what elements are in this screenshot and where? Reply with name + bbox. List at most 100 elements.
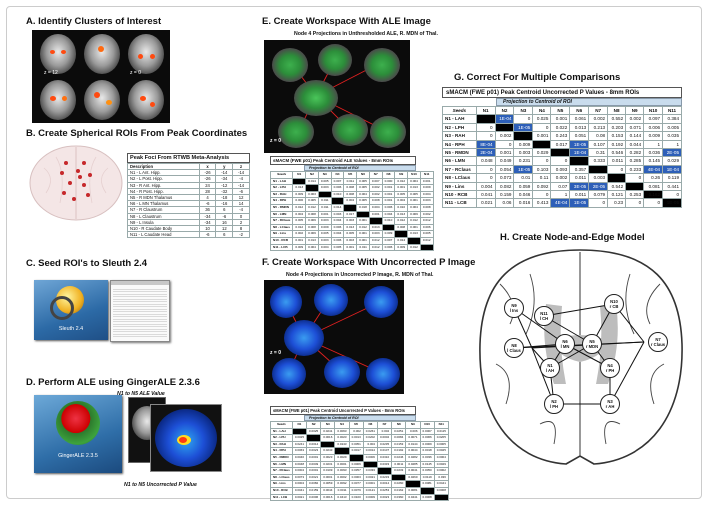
peak-foci-table-title: Peak Foci From RTWB Meta-Analysis [127, 153, 250, 163]
matrix-cell: 0.073 [494, 173, 515, 183]
seed-label: N9 - Lins [269, 230, 294, 238]
column-header: N2 [494, 105, 515, 116]
panel-a-title: A. Identify Clusters of Interest [26, 16, 162, 27]
seed-label: N7 - RClaus [270, 467, 293, 475]
matrix-cell: 0.0004 [291, 480, 308, 488]
column-header: N2 [306, 421, 322, 429]
matrix-cell: 0.0001 [362, 480, 378, 488]
matrix-cell: 0.013 [407, 184, 421, 192]
matrix-cell: 0.001 [356, 236, 370, 245]
matrix-cell: 0.001 [381, 184, 396, 192]
column-header: N9 [625, 105, 645, 116]
matrix-cell: 0.013 [368, 223, 383, 232]
matrix-cell: 0.009 [305, 230, 319, 238]
diagonal-cell [433, 493, 449, 502]
matrix-cell: 0.012 [419, 236, 434, 245]
matrix-cell: 0 [475, 131, 496, 141]
matrix-cell: 0.001 [292, 236, 307, 245]
col-z: z [232, 162, 250, 171]
diagonal-cell [494, 122, 515, 133]
ale-workspace-image: z = 0 [264, 40, 410, 153]
diagonal-cell [513, 131, 534, 141]
matrix-cell: 0.0001 [306, 467, 322, 475]
matrix-cell: 1E-05 [513, 164, 534, 175]
matrix-cell: 0.005 [356, 177, 370, 186]
matrix-cell: 0.006 [292, 197, 307, 205]
matrix-cell: 0.0006 [348, 460, 364, 469]
matrix-cell: 0 [662, 190, 682, 200]
matrix-cell: 0.0014 [306, 440, 322, 449]
matrix-cell: 0.0023 [320, 453, 336, 462]
matrix-cell: 0.0017 [348, 447, 364, 455]
matrix-cell: 0 [550, 156, 571, 166]
matrix-cell: 0.0441 [433, 480, 449, 488]
matrix-cell: 0.049 [494, 156, 515, 166]
corrected-table-title: sMACM (FWE p01) Peak Centroid Uncorrecte… [442, 87, 682, 98]
seed-label: N1 - LAH [270, 427, 293, 436]
matrix-cell: 0.001 [343, 243, 358, 252]
matrix-cell: 0.0025 [291, 434, 308, 442]
matrix-cell: 0.003 [343, 236, 358, 245]
matrix-cell: 0.009 [317, 223, 332, 232]
matrix-cell: 0 [475, 173, 496, 183]
matrix-cell: 0.0023 [306, 447, 322, 455]
seed-label: N1 - LAH [269, 177, 294, 186]
matrix-cell: 0.012 [292, 223, 307, 232]
matrix-cell: 0.0121 [362, 486, 378, 495]
matrix-cell: 0.145 [643, 156, 664, 166]
matrix-cell: 0.0360 [391, 493, 407, 502]
diagonal-cell [407, 236, 421, 245]
matrix-cell: 0.26 [643, 173, 664, 183]
matrix-cell: 0 [625, 173, 645, 183]
diagonal-cell [475, 114, 496, 124]
matrix-cell: 0.0046 [291, 453, 308, 462]
matrix-cell: 0.0021 [291, 493, 308, 502]
seed-label: N11 - LCB [442, 198, 477, 208]
diagonal-cell [320, 440, 336, 449]
seed-label: N4 - RPH [270, 447, 293, 455]
diagonal-cell [356, 210, 370, 219]
matrix-cell: 0.0092 [334, 480, 350, 488]
matrix-cell: 0.0066 [419, 434, 435, 442]
panel-e-title: E. Create Workspace With ALE Image [262, 16, 431, 27]
matrix-cell: 0.0023 [376, 493, 393, 502]
panel-f-subtitle: Node 4 Projections in Uncorrected P Imag… [286, 272, 434, 278]
matrix-cell: 0.014 [305, 177, 319, 186]
matrix-cell: 0.119 [662, 173, 682, 183]
column-header: N6 [569, 105, 590, 116]
matrix-cell: 0.001 [381, 197, 396, 205]
sleuth-app-label: Sleuth 2.4 [58, 326, 84, 332]
matrix-cell: 0.001 [356, 217, 370, 225]
column-header: N5 [348, 421, 364, 429]
matrix-cell: 0.01 [513, 173, 534, 183]
foci-cell: 0 [232, 212, 250, 220]
matrix-cell: 1E-05 [569, 198, 590, 208]
matrix-cell: 0.001 [532, 131, 552, 141]
matrix-cell: 0.046 [513, 190, 534, 200]
matrix-cell: 0.035 [662, 131, 682, 141]
matrix-cell: 0.017 [343, 210, 358, 219]
matrix-cell: 0.006 [419, 223, 434, 232]
foci-cell: 8 [232, 225, 250, 233]
matrix-cell: 0.003 [305, 190, 319, 199]
foci-row: N4 - R Post. Hipp.28-32-6 [127, 187, 250, 196]
matrix-cell: 0 [643, 198, 664, 208]
matrix-cell: 0.0081 [405, 486, 421, 495]
matrix-cell: 0.001 [407, 197, 421, 205]
matrix-cell: 0.004 [343, 197, 358, 205]
matrix-cell: 0.546 [607, 148, 627, 158]
foci-cell: N6 - L MN Thalamus [127, 200, 200, 208]
matrix-cell: 0.012 [368, 236, 383, 245]
panel-f-title: F. Create Workspace With Uncorrected P I… [262, 257, 476, 268]
diagonal-cell [381, 223, 396, 232]
diagonal-cell [419, 243, 434, 252]
matrix-cell: 0.006 [643, 122, 664, 133]
matrix-cell: 0.107 [588, 139, 609, 150]
matrix-cell: 0.081 [643, 181, 664, 192]
matrix-cell: 0.0081 [419, 480, 435, 488]
